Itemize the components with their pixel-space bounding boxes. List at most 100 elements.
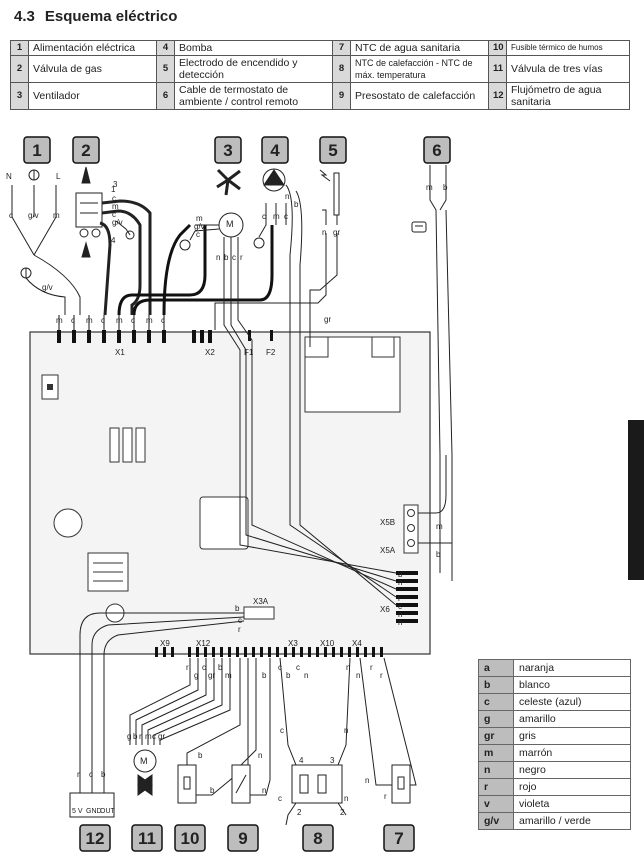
circuit-board — [29, 331, 431, 655]
component-number: 8 — [332, 55, 351, 83]
badge-5: 5 — [319, 136, 347, 164]
pump-wire-m: m — [273, 212, 280, 221]
x6-wire-label: b — [398, 570, 403, 579]
x4-wire-label: r — [370, 663, 373, 672]
valve-wire-c: c — [112, 210, 116, 219]
x1-pin-label: m — [146, 316, 153, 325]
page-side-tab — [628, 420, 644, 580]
badge-11: 11 — [131, 824, 163, 852]
flow-meter: b c r r c b 5 V GND OUT — [69, 604, 245, 818]
component-label: Bomba — [174, 40, 333, 56]
power-supply: N L c g/v m g/v — [6, 169, 81, 315]
pump-wire-n: n — [285, 192, 289, 201]
color-code: a — [478, 659, 514, 677]
supply-wire-gv: g/v — [28, 211, 39, 220]
x4-wire-label: n — [356, 671, 360, 680]
connector-labels: X1 X2 F1 F2 X3A X5B X5A X6 X9 X12 X3 X10… — [115, 348, 396, 648]
badge-8: 8 — [302, 824, 334, 852]
component-label: Electrodo de encendido y detección — [174, 55, 333, 83]
ntc8-pin: 4 — [299, 756, 304, 765]
supply-wire-m: m — [53, 211, 60, 220]
fuse-wire-b: b — [210, 786, 215, 795]
ntc8-pin: 3 — [330, 756, 335, 765]
badge-number: 8 — [313, 829, 322, 848]
legend-row: 3 Ventilador 6 Cable de termostato de am… — [10, 82, 630, 110]
color-name: amarillo / verde — [513, 812, 631, 830]
color-code: c — [478, 693, 514, 711]
fan-wire-c: c — [196, 230, 200, 239]
supply-wire-c: c — [9, 211, 13, 220]
badge-2: 2 — [72, 136, 100, 164]
ntc7-wire-r: r — [384, 792, 387, 801]
three-way-valve: M r g c gr b m g b r m c gr — [127, 658, 232, 796]
supply-n-label: N — [6, 172, 12, 181]
flue-thermal-fuse: b b — [177, 658, 249, 804]
component-label: Válvula de gas — [28, 55, 157, 83]
legend-row: 1 Alimentación eléctrica 4 Bomba 7 NTC d… — [10, 40, 630, 56]
x12-wire-label: c — [202, 663, 206, 672]
flow-out-label: OUT — [100, 808, 116, 815]
component-label: Ventilador — [28, 82, 157, 110]
components-legend: 1 Alimentación eléctrica 4 Bomba 7 NTC d… — [10, 40, 630, 110]
badge-number: 7 — [394, 829, 403, 848]
connector-x5a: X5A — [380, 546, 396, 555]
badge-4: 4 — [261, 136, 289, 164]
x6-wire-label: n — [398, 578, 402, 587]
badge-7: 7 — [383, 824, 415, 852]
badge-12: 12 — [79, 824, 111, 852]
electrode-wire-gr: gr — [333, 228, 340, 237]
pump-wire-c: c — [284, 212, 288, 221]
pump-wire-b: b — [294, 200, 299, 209]
x3a-wire-b: b — [235, 604, 240, 613]
component-number: 4 — [156, 40, 175, 56]
badge-6: 6 — [423, 136, 451, 164]
dhw-ntc: n r — [359, 657, 417, 804]
ntc7-wire-n: n — [365, 776, 369, 785]
connector-x4: X4 — [352, 639, 362, 648]
badge-number: 11 — [138, 829, 156, 848]
x1-pin-label: c — [131, 316, 135, 325]
ntc8-pin: 2 — [340, 808, 345, 817]
x6-wire-label: n — [398, 610, 402, 619]
valve3-wire-label: g — [127, 732, 131, 741]
valve-pin-1: 1 — [111, 185, 116, 194]
ntc8-wire-c: c — [278, 794, 282, 803]
badge-10: 10 — [174, 824, 206, 852]
component-label: Válvula de tres vías — [506, 55, 630, 83]
component-number: 7 — [332, 40, 351, 56]
x6-wire-label: n — [398, 618, 402, 627]
badge-number: 12 — [86, 829, 105, 848]
valve3-wire-label: gr — [158, 732, 165, 741]
color-code: r — [478, 778, 514, 796]
connector-x5b: X5B — [380, 518, 395, 527]
badge-1: 1 — [23, 136, 51, 164]
x1-pin-label: m — [86, 316, 93, 325]
badge-number: 2 — [81, 141, 90, 160]
x5-wire-m: m — [436, 522, 443, 531]
room-thermostat: m b m b — [411, 165, 453, 581]
connector-x6: X6 — [380, 605, 390, 614]
supply-l-label: L — [56, 172, 61, 181]
flow-wire-c: c — [89, 770, 93, 779]
color-code: g/v — [478, 812, 514, 830]
color-code: n — [478, 761, 514, 779]
component-number: 11 — [488, 55, 507, 83]
valve3-wire-label: m — [145, 732, 152, 741]
x3-wire-label: n — [304, 671, 308, 680]
component-label: Presostato de calefacción — [350, 82, 489, 110]
board-wire-gr: gr — [324, 315, 331, 324]
connector-pins — [57, 330, 418, 657]
fuse-wire-b: b — [198, 751, 203, 760]
component-label: Alimentación eléctrica — [28, 40, 157, 56]
fan-out-r: r — [240, 253, 243, 262]
thermostat-wire-b: b — [443, 183, 448, 192]
electrode-wire-n: n — [322, 228, 326, 237]
section-number: 4.3 — [14, 8, 35, 25]
electrode: n gr gr — [214, 169, 340, 347]
